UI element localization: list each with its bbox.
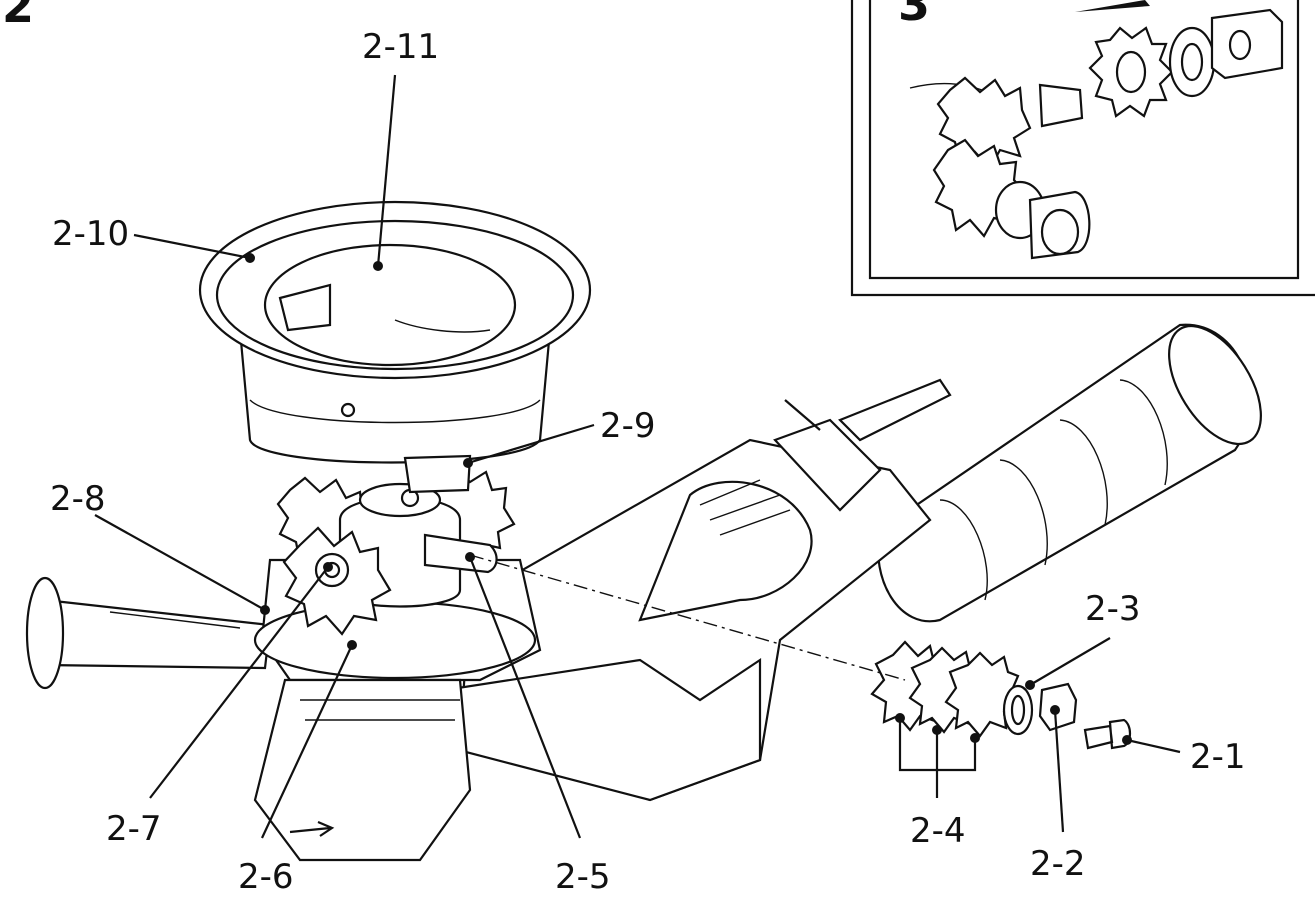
- rotation-arrow-icon: [289, 820, 335, 837]
- dust-shroud: [198, 200, 592, 494]
- callout-2-3: 2-3: [1085, 589, 1141, 629]
- screw-2-1: [1083, 718, 1132, 750]
- callout-2-11: 2-11: [362, 27, 439, 67]
- figure-number-2: 2: [2, 0, 34, 33]
- callout-2-5: 2-5: [555, 857, 611, 897]
- figure-number-3: 3: [898, 0, 930, 31]
- direction-arrow-icon: [1075, 0, 1150, 12]
- callout-2-10: 2-10: [52, 214, 129, 254]
- motor-housing: [377, 378, 952, 802]
- callout-2-6: 2-6: [238, 857, 294, 897]
- callout-2-8: 2-8: [50, 479, 106, 519]
- leader-lines: [94, 74, 1181, 839]
- side-handle: [25, 576, 272, 690]
- callout-2-9: 2-9: [600, 406, 656, 446]
- callout-2-4: 2-4: [910, 811, 966, 851]
- gear-head: [253, 466, 542, 862]
- dust-hose: [877, 323, 1262, 623]
- exploded-cutters-2-4: [870, 640, 1022, 738]
- callout-2-1: 2-1: [1190, 737, 1246, 777]
- callout-2-7: 2-7: [106, 809, 162, 849]
- inset-panel: 3: [850, 0, 1315, 297]
- callout-2-2: 2-2: [1030, 844, 1086, 884]
